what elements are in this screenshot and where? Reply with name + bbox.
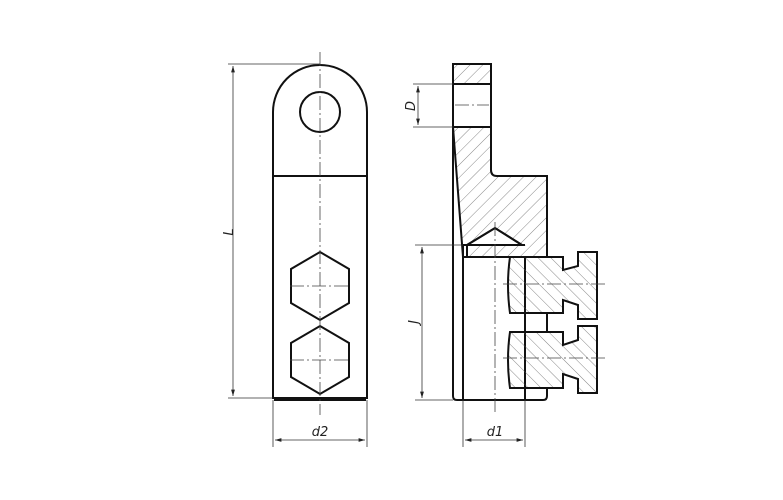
lug-body (272, 64, 368, 399)
width-label: d2 (312, 425, 329, 440)
hole-gap (452, 83, 492, 128)
tab-top-section (452, 63, 492, 85)
length-label: L (222, 228, 237, 235)
bore-label: d1 (487, 425, 504, 440)
set-screw-lower (507, 325, 598, 394)
section-view: D J d1 (404, 63, 608, 447)
front-view: L d2 (222, 52, 368, 447)
depth-label: J (407, 320, 422, 327)
set-screw-upper (507, 251, 598, 320)
hole-label: D (404, 101, 419, 111)
